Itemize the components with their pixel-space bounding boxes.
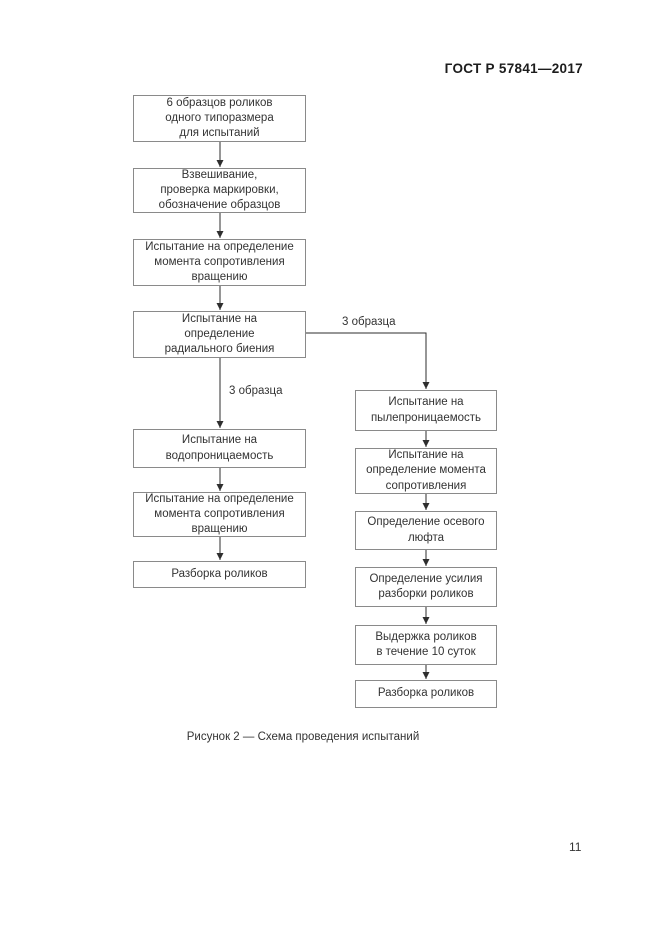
branch-label-right-3-samples: 3 образца	[342, 316, 396, 328]
figure-caption: Рисунок 2 — Схема проведения испытаний	[186, 731, 420, 743]
flowchart-box-dust-permeability-test: Испытание на пылепроницаемость	[355, 390, 497, 431]
flowchart-box-label: Испытание на определение момента сопроти…	[145, 240, 294, 284]
page-number: 11	[569, 840, 582, 854]
flowchart-box-rotation-resistance-moment-retest: Испытание на определение момента сопроти…	[133, 492, 306, 537]
flowchart-box-resistance-moment-test: Испытание на определение момента сопроти…	[355, 448, 497, 494]
flowchart-box-label: Разборка роликов	[377, 687, 475, 700]
flowchart-box-label: Испытание на пылепроницаемость	[370, 396, 482, 424]
arrow-right-branch	[306, 332, 430, 389]
flowchart-box-label: Испытание на определение момента сопроти…	[366, 449, 486, 492]
flowchart-box-label: Испытание на водопроницаемость	[165, 434, 274, 462]
flowchart-box-disassembly-force-determination: Определение усилия разборки роликов	[355, 567, 497, 607]
flowchart-box-label: Взвешивание, проверка маркировки, обозна…	[158, 168, 281, 212]
flowchart-box-axial-play-determination: Определение осевого люфта	[355, 511, 497, 550]
flowchart-box-samples: 6 образцов роликов одного типоразмера дл…	[133, 95, 306, 142]
flowchart-box-roller-disassembly-left: Разборка роликов	[133, 561, 306, 588]
branch-label-left-3-samples: 3 образца	[229, 385, 283, 397]
flowchart-box-radial-runout-test: Испытание на определение радиального бие…	[133, 311, 306, 358]
flowchart-box-label: Испытание на определение радиального бие…	[164, 312, 275, 356]
flowchart-box-roller-holding-10-days: Выдержка роликов в течение 10 суток	[355, 625, 497, 665]
flowchart-box-label: Определение усилия разборки роликов	[369, 572, 483, 600]
flowchart-box-label: Разборка роликов	[171, 567, 268, 580]
flowchart-box-label: Испытание на определение момента сопроти…	[145, 492, 294, 536]
flowchart-box-roller-disassembly-right: Разборка роликов	[355, 680, 497, 708]
flowchart-box-rotation-resistance-moment-test: Испытание на определение момента сопроти…	[133, 239, 306, 286]
flowchart-box-label: 6 образцов роликов одного типоразмера дл…	[165, 96, 274, 140]
flowchart-box-water-permeability-test: Испытание на водопроницаемость	[133, 429, 306, 468]
document-standard-number: ГОСТ Р 57841—2017	[444, 61, 583, 76]
flowchart-box-label: Выдержка роликов в течение 10 суток	[375, 630, 477, 658]
flowchart-box-weighing-marking: Взвешивание, проверка маркировки, обозна…	[133, 168, 306, 213]
flowchart-box-label: Определение осевого люфта	[367, 516, 485, 544]
